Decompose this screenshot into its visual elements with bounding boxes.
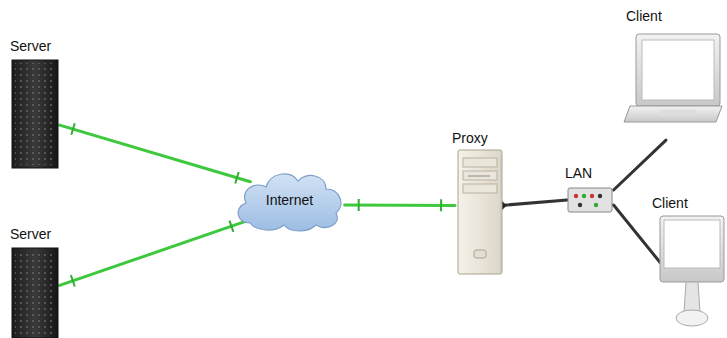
proxy-node: Proxy: [452, 130, 514, 275]
device-label: Client: [652, 195, 726, 212]
network-link: [614, 205, 661, 263]
server-icon: [12, 248, 58, 338]
link-tick: [71, 275, 75, 286]
network-link: [345, 203, 455, 207]
link-tick: [440, 199, 442, 211]
client-node: Client: [652, 195, 726, 320]
network-link: [502, 200, 568, 205]
link-tick: [229, 221, 233, 232]
lan-switch-icon: [568, 188, 612, 212]
link-tick: [235, 172, 238, 184]
server-icon: [12, 60, 58, 168]
device-label: Proxy: [452, 130, 514, 147]
laptop-icon: [624, 34, 722, 122]
client-node: Client: [626, 8, 726, 150]
internet-cloud: Internet: [232, 165, 347, 235]
link-tick: [358, 199, 360, 211]
device-label: LAN: [565, 165, 619, 182]
device-label: Server: [10, 38, 72, 55]
proxy-tower-icon: [458, 150, 502, 274]
cloud-label: Internet: [266, 192, 313, 209]
lan-node: LAN: [565, 165, 619, 215]
link-tick: [71, 123, 74, 135]
network-link: [60, 222, 245, 286]
server-node: Server: [10, 38, 72, 168]
network-link: [614, 140, 666, 190]
desktop-monitor-icon: [660, 216, 724, 326]
server-node: Server: [10, 226, 72, 336]
device-label: Server: [10, 226, 72, 243]
network-link: [60, 125, 251, 182]
device-label: Client: [626, 8, 726, 25]
